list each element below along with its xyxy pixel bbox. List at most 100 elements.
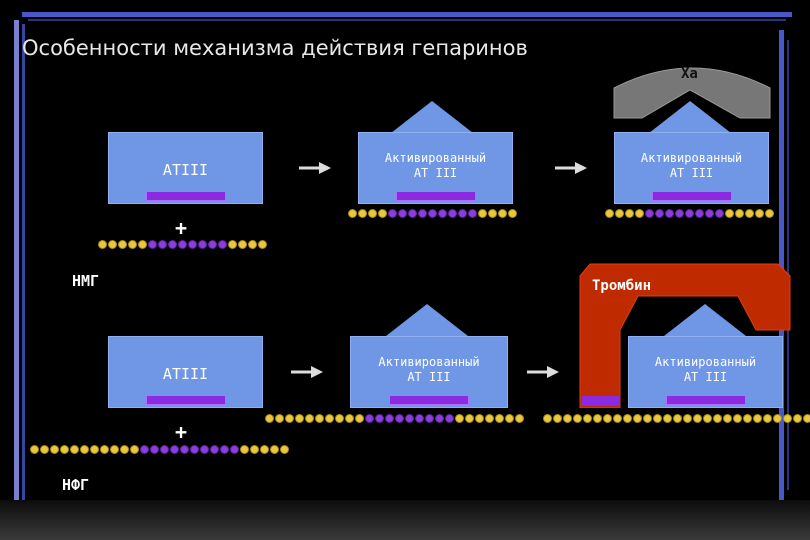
purple-bead [375,414,384,423]
heparin-binding-site [665,395,746,405]
yellow-bead [265,414,274,423]
yellow-bead [348,209,357,218]
purple-bead [200,445,209,454]
yellow-bead [615,209,624,218]
yellow-bead [358,209,367,218]
yellow-bead [633,414,642,423]
slide-title: Особенности механизма действия гепаринов [22,36,528,60]
purple-bead [395,414,404,423]
arrow-right-icon [291,366,323,378]
yellow-bead [258,240,267,249]
yellow-bead [250,445,259,454]
activated-atiii-box: Активированный АТ III [350,336,508,408]
purple-bead [715,209,724,218]
yellow-bead [573,414,582,423]
ufh-chain-bound [543,414,810,424]
yellow-bead [725,209,734,218]
yellow-bead [30,445,39,454]
frame-right-line [787,40,789,490]
yellow-bead [80,445,89,454]
yellow-bead [345,414,354,423]
activated-label: Активированный АТ III [654,355,757,384]
purple-bead [655,209,664,218]
purple-bead [665,209,674,218]
atiii-label: ATIII [162,161,209,179]
yellow-bead [593,414,602,423]
activated-roof [386,304,468,336]
yellow-bead [378,209,387,218]
purple-bead [148,240,157,249]
yellow-bead [100,445,109,454]
activated-atiii-box: Активированный АТ III [628,336,783,408]
atiii-box-row1: ATIII [108,132,263,204]
yellow-bead [635,209,644,218]
yellow-bead [285,414,294,423]
purple-bead [168,240,177,249]
yellow-bead [260,445,269,454]
yellow-bead [605,209,614,218]
yellow-bead [118,240,127,249]
atiii-box-row2: ATIII [108,336,263,408]
purple-bead [705,209,714,218]
yellow-bead [723,414,732,423]
purple-bead [188,240,197,249]
purple-bead [418,209,427,218]
yellow-bead [495,414,504,423]
purple-bead [458,209,467,218]
activated-roof [391,101,473,133]
purple-bead [178,240,187,249]
yellow-bead [625,209,634,218]
ufh-chain [30,445,289,455]
yellow-bead [275,414,284,423]
yellow-bead [240,445,249,454]
lmwh-label: НМГ [72,272,100,290]
ufh-label: НФГ [62,476,90,494]
activated-label: Активированный АТ III [384,151,487,180]
yellow-bead [488,209,497,218]
purple-bead [438,209,447,218]
yellow-bead [683,414,692,423]
activated-roof [649,101,731,133]
yellow-bead [355,414,364,423]
yellow-bead [765,209,774,218]
yellow-bead [515,414,524,423]
yellow-bead [228,240,237,249]
yellow-bead [335,414,344,423]
yellow-bead [755,209,764,218]
yellow-bead [603,414,612,423]
purple-bead [210,445,219,454]
purple-bead [675,209,684,218]
thrombin-shape [579,263,791,408]
thrombin-heparin-site [582,396,620,406]
yellow-bead [753,414,762,423]
purple-bead [428,209,437,218]
yellow-bead [50,445,59,454]
purple-bead [158,240,167,249]
yellow-bead [583,414,592,423]
heparin-binding-site [145,395,226,405]
activated-label: Активированный АТ III [640,151,743,180]
yellow-bead [305,414,314,423]
purple-bead [385,414,394,423]
activated-label: Активированный АТ III [378,355,480,384]
yellow-bead [70,445,79,454]
lmwh-chain [98,240,267,250]
purple-bead [425,414,434,423]
frame-left-bar [14,20,19,510]
heparin-binding-site [651,191,732,201]
purple-bead [685,209,694,218]
frame-left-line [22,24,25,504]
yellow-bead [743,414,752,423]
purple-bead [415,414,424,423]
heparin-binding-site [145,191,226,201]
yellow-bead [465,414,474,423]
purple-bead [645,209,654,218]
yellow-bead [563,414,572,423]
yellow-bead [763,414,772,423]
purple-bead [405,414,414,423]
yellow-bead [60,445,69,454]
yellow-bead [508,209,517,218]
yellow-bead [803,414,810,423]
frame-top-bar [22,12,792,17]
yellow-bead [673,414,682,423]
